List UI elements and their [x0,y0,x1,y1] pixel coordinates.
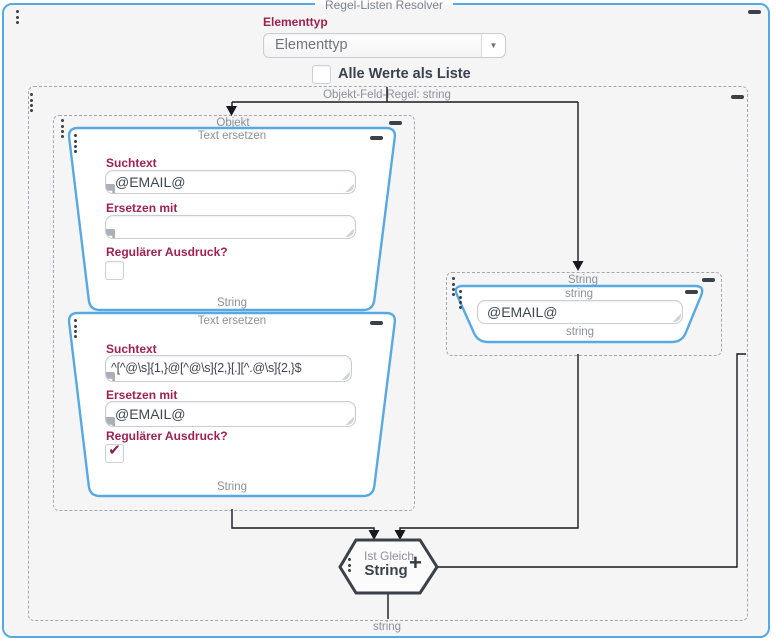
minimize-icon[interactable] [748,10,761,14]
resize-corner-icon[interactable] [670,311,681,322]
output-port-label: String [216,297,248,309]
ersetzen-input[interactable] [105,215,356,239]
suchtext-label: Suchtext [106,342,157,356]
ersetzen-value: @EMAIL@ [115,406,186,422]
minimize-icon[interactable] [731,95,744,99]
ersetzen-label: Ersetzen mit [106,388,178,402]
rule-container[interactable] [28,86,748,621]
drag-handle-icon[interactable] [348,557,351,573]
elementtyp-select-value: Elementtyp [275,37,348,53]
checkmark-icon: ✔ [108,442,121,459]
alle-werte-label: Alle Werte als Liste [338,66,471,82]
rule-container-title: Objekt-Feld-Regel: string [323,89,451,101]
elementtyp-select[interactable]: Elementtyp ▼ [263,33,506,58]
string-group-title: String [567,274,599,286]
resize-arrow-icon[interactable] [106,229,115,238]
drag-handle-icon[interactable] [459,289,462,311]
suchtext-label: Suchtext [106,156,157,170]
add-input-button[interactable]: + [409,550,422,575]
suchtext-value: ^[^@\s]{1,}@[^@\s]{2,}[.][^.@\s]{2,}$ [111,361,302,375]
resize-corner-icon[interactable] [343,414,354,425]
ist-gleich-title: String [364,562,408,579]
output-port-label: string [565,326,595,338]
drag-handle-icon[interactable] [74,133,77,155]
ist-gleich-subtitle: Ist Gleich [363,549,415,563]
drag-handle-icon[interactable] [74,318,77,340]
alle-werte-checkbox[interactable] [312,65,331,84]
suchtext-input[interactable]: @EMAIL@ [105,170,356,194]
drag-handle-icon[interactable] [30,92,33,114]
resolver-title: Regel-Listen Resolver [314,0,454,12]
ersetzen-label: Ersetzen mit [106,201,178,215]
suchtext-value: @EMAIL@ [115,174,186,190]
regex-question-label: Regulärer Ausdruck? [106,245,228,259]
resize-arrow-icon[interactable] [106,184,115,193]
minimize-icon[interactable] [702,278,715,282]
regex-question-label: Regulärer Ausdruck? [106,429,228,443]
minimize-icon[interactable] [370,136,383,140]
resize-arrow-icon[interactable] [106,417,115,426]
node-title: Text ersetzen [197,315,267,327]
dropdown-toggle-button[interactable]: ▼ [481,34,505,57]
string-value: @EMAIL@ [487,304,558,320]
resize-arrow-icon[interactable] [106,372,115,381]
string-value-input[interactable]: @EMAIL@ [477,300,683,324]
drag-handle-icon[interactable] [16,9,19,25]
minimize-icon[interactable] [370,321,383,325]
ist-gleich-node-shape[interactable] [338,538,439,595]
ersetzen-input[interactable]: @EMAIL@ [105,401,356,427]
resize-corner-icon[interactable] [339,369,350,380]
rule-output-label: string [372,621,402,633]
chevron-down-icon: ▼ [489,40,498,50]
resize-corner-icon[interactable] [343,226,354,237]
drag-handle-icon[interactable] [61,118,64,140]
minimize-icon[interactable] [389,121,402,125]
output-port-label: String [216,481,248,493]
node-title: string [564,288,594,300]
regex-checkbox[interactable] [105,261,124,280]
minimize-icon[interactable] [685,290,698,294]
node-title: Text ersetzen [197,130,267,142]
elementtyp-label: Elementtyp [263,15,328,29]
resize-corner-icon[interactable] [343,181,354,192]
suchtext-input[interactable]: ^[^@\s]{1,}@[^@\s]{2,}[.][^.@\s]{2,}$ [105,355,352,382]
regex-checkbox-checked[interactable]: ✔ [105,442,124,463]
drag-handle-icon[interactable] [452,276,455,298]
